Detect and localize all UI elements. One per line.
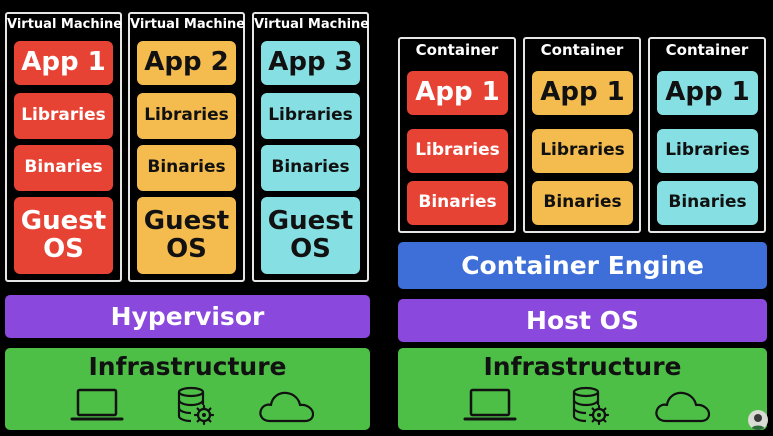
guest-os-block: Guest OS (261, 197, 360, 274)
libraries-block: Libraries (14, 93, 113, 139)
binaries-block: Binaries (407, 181, 508, 225)
app-block: App 1 (14, 41, 113, 85)
binaries-block: Binaries (14, 145, 113, 191)
host-os-bar: Host OS (398, 299, 767, 342)
container-1: Container App 1 Libraries Binaries (398, 37, 516, 233)
container-stack: Container App 1 Libraries Binaries Conta… (392, 0, 773, 436)
libraries-block: Libraries (137, 93, 236, 139)
guest-os-block: Guest OS (14, 197, 113, 274)
container-2: Container App 1 Libraries Binaries (523, 37, 641, 233)
guest-os-block: Guest OS (137, 197, 236, 274)
container-engine-bar: Container Engine (398, 242, 767, 289)
container-title: Container (540, 41, 624, 59)
virtual-machine-3: Virtual Machine App 3 Libraries Binaries… (252, 12, 369, 282)
infrastructure-label: Infrastructure (483, 352, 682, 381)
cloud-icon (655, 391, 711, 423)
app-block: App 1 (657, 71, 758, 115)
container-3: Container App 1 Libraries Binaries (648, 37, 766, 233)
app-block: App 3 (261, 41, 360, 85)
virtual-machine-2: Virtual Machine App 2 Libraries Binaries… (128, 12, 245, 282)
database-gear-icon (572, 386, 610, 426)
binaries-block: Binaries (261, 145, 360, 191)
database-gear-icon (177, 386, 215, 426)
app-block: App 1 (407, 71, 508, 115)
app-block: App 1 (532, 71, 633, 115)
laptop-icon (70, 388, 124, 421)
infrastructure-panel: Infrastructure (398, 348, 767, 430)
vm-title: Virtual Machine (254, 17, 370, 32)
libraries-block: Libraries (261, 93, 360, 139)
binaries-block: Binaries (657, 181, 758, 225)
infrastructure-panel: Infrastructure (5, 348, 370, 430)
avatar (748, 410, 768, 430)
person-icon (751, 414, 765, 430)
container-title: Container (665, 41, 749, 59)
virtual-machine-1: Virtual Machine App 1 Libraries Binaries… (5, 12, 122, 282)
hypervisor-bar: Hypervisor (5, 295, 370, 338)
vm-title: Virtual Machine (7, 17, 123, 32)
vm-stack: Virtual Machine App 1 Libraries Binaries… (0, 0, 380, 436)
app-block: App 2 (137, 41, 236, 85)
libraries-block: Libraries (407, 129, 508, 173)
laptop-icon (463, 388, 517, 421)
container-title: Container (415, 41, 499, 59)
libraries-block: Libraries (657, 129, 758, 173)
libraries-block: Libraries (532, 129, 633, 173)
vm-title: Virtual Machine (130, 17, 246, 32)
binaries-block: Binaries (532, 181, 633, 225)
binaries-block: Binaries (137, 145, 236, 191)
cloud-icon (259, 391, 315, 423)
infrastructure-label: Infrastructure (88, 352, 287, 381)
